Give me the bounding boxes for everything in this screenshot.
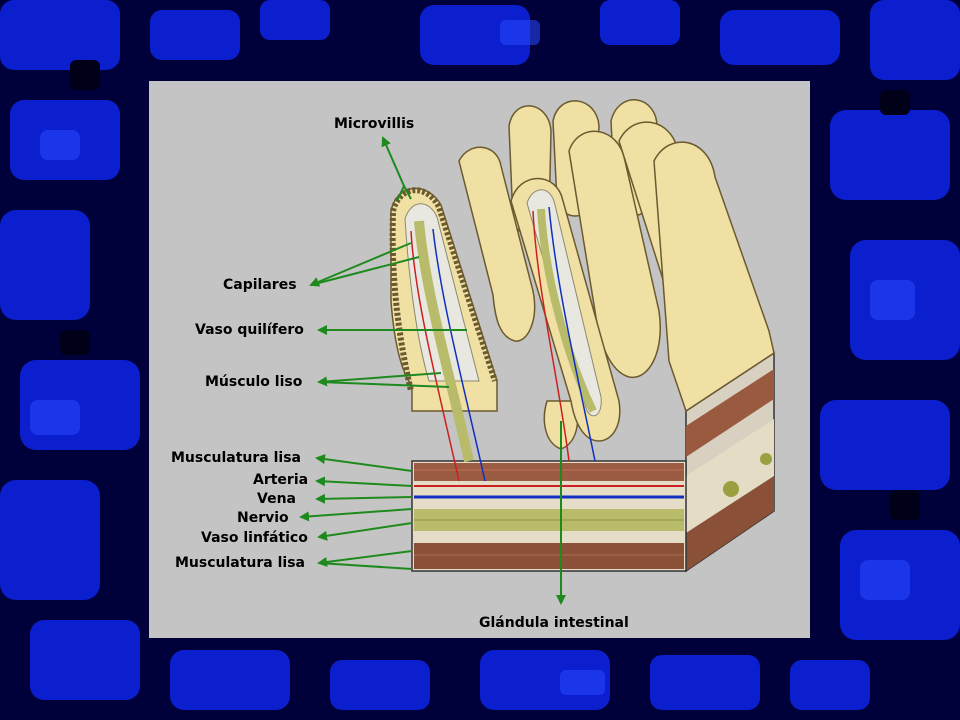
label-glandula-intestinal: Glándula intestinal [479, 615, 629, 631]
label-arteria: Arteria [253, 472, 308, 488]
label-musculo-liso: Músculo liso [205, 374, 303, 390]
label-vaso-linfatico: Vaso linfático [201, 530, 308, 546]
label-vena: Vena [257, 491, 296, 507]
label-microvillis: Microvillis [334, 116, 414, 132]
label-nervio: Nervio [237, 510, 289, 526]
label-musculatura-lisa-top: Musculatura lisa [171, 450, 301, 466]
tissue-block-side [685, 351, 775, 573]
middle-villus-section [510, 177, 621, 462]
label-vaso-quilifero: Vaso quilífero [195, 322, 304, 338]
pointer-arrows [299, 136, 566, 605]
diagram-panel: Microvillis Capilares Vaso quilífero Mús… [149, 81, 810, 638]
label-musculatura-lisa-bottom: Musculatura lisa [175, 555, 305, 571]
left-villus-section [389, 187, 498, 482]
right-villi-cluster [458, 121, 775, 413]
tissue-block-front [411, 460, 687, 572]
intestinal-villi-diagram: Microvillis Capilares Vaso quilífero Mús… [171, 99, 775, 631]
label-capilares: Capilares [223, 277, 297, 293]
